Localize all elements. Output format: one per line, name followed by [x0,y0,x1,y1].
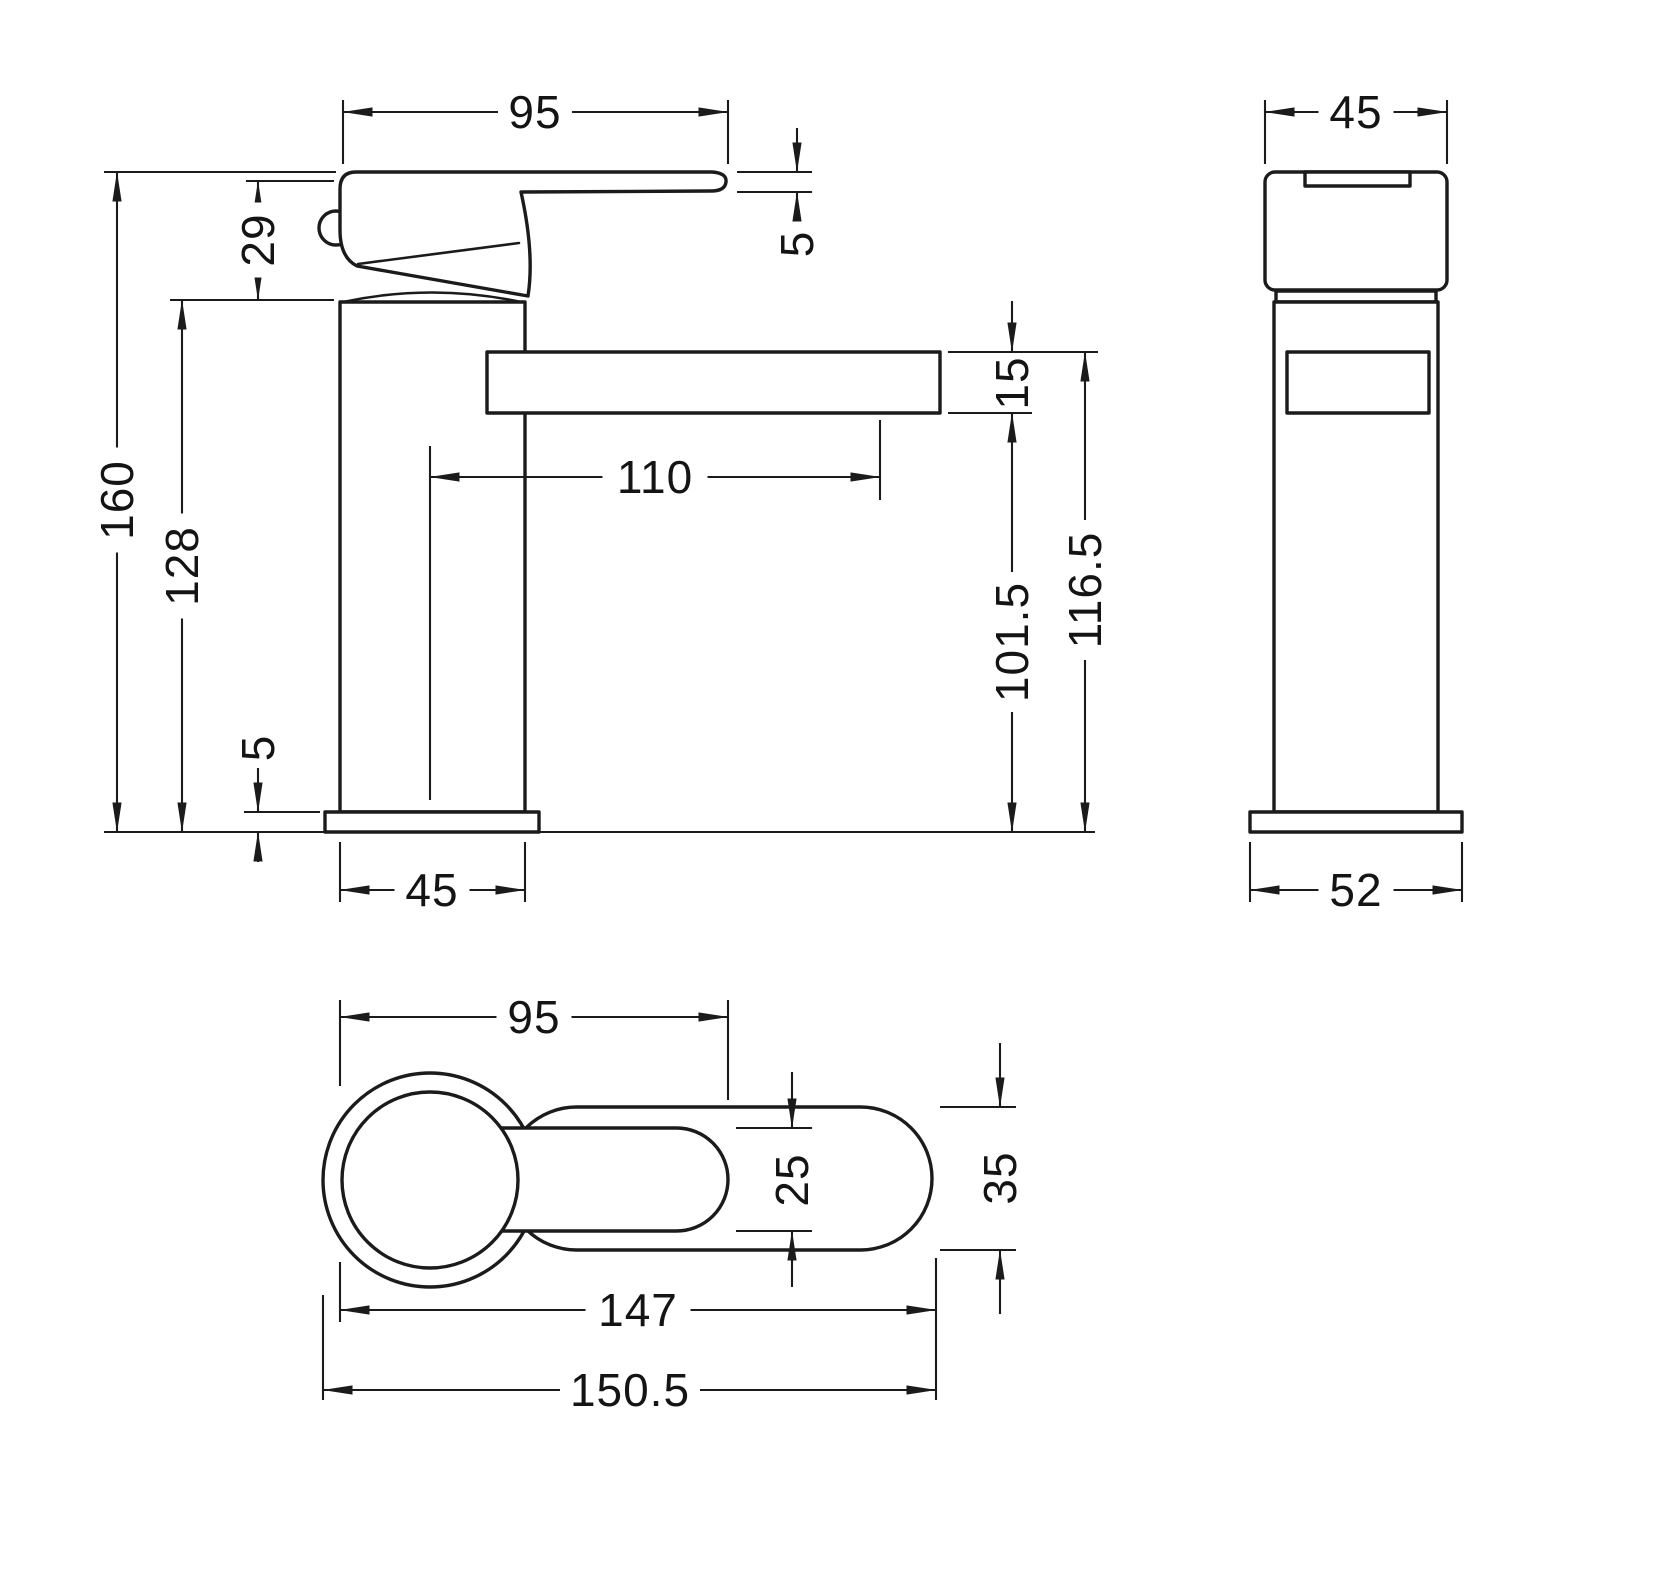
dim-text-mask [602,455,708,499]
dim-label-29: 29 [232,213,284,266]
dim-side-spout-underside-height: 101.5 [986,412,1038,833]
dim-side-body-height: 128 [156,299,208,833]
dim-text-mask [496,995,572,1039]
dim-label-160: 160 [91,460,143,540]
dim-plan-spout-width: 35 [940,1043,1026,1314]
dim-text-mask [236,202,280,278]
dim-label-35: 35 [974,1151,1026,1204]
dim-text-mask [160,513,204,619]
dim-label-95-plan: 95 [507,991,560,1043]
dim-label-15: 15 [986,356,1038,409]
dim-label-95-top: 95 [508,86,561,138]
lever-tip-front [1303,170,1412,188]
dim-side-body-width: 45 [338,842,527,916]
dim-text-mask [95,447,139,553]
dim-side-spout-top-width: 95 [341,86,730,164]
side-elevation-view: 95 5 29 [91,86,1111,916]
tap-handle-side [338,170,728,298]
dim-plan-reach-length: 147 [338,1258,938,1400]
dim-text-mask [498,90,572,134]
dim-label-150-5: 150.5 [570,1364,690,1416]
dim-text-mask [1063,520,1107,660]
handle-crease-line [356,241,521,266]
dim-label-147: 147 [598,1284,678,1336]
dim-label-45-side: 45 [405,864,458,916]
tap-base-front [1248,810,1464,834]
dim-text-mask [585,1288,691,1332]
dim-label-45-front: 45 [1329,86,1382,138]
dim-label-110: 110 [617,451,693,503]
dim-plan-lever-width: 25 [736,1072,818,1287]
tap-spout-front [1285,350,1431,415]
tap-spout-side [485,350,942,415]
dim-side-spout-thickness: 15 [948,301,1098,415]
tap-base-side [323,810,541,834]
dim-label-128: 128 [156,526,208,606]
front-elevation-view: 45 52 [1248,86,1464,916]
dim-front-base-width: 52 [1248,842,1464,916]
dim-label-101-5: 101.5 [986,582,1038,702]
dim-plan-lever-length: 95 [338,991,730,1100]
plan-view: 95 25 35 147 [321,991,1026,1416]
dim-plan-overall-length: 150.5 [321,1295,937,1416]
dim-label-25: 25 [766,1153,818,1206]
tap-collar-arc [341,291,523,304]
dim-side-base-height: 5 [232,735,320,862]
dim-text-mask [560,1368,700,1412]
handle-knob-plan [340,1090,520,1270]
dim-text-mask [1318,90,1394,134]
dim-text-mask [1318,868,1394,912]
dim-label-52: 52 [1329,864,1382,916]
dim-side-lever-thickness: 5 [737,128,823,257]
dim-text-mask [990,572,1034,712]
dim-side-spout-reach: 110 [428,420,882,800]
dim-front-top-width: 45 [1263,86,1449,164]
dim-label-116-5: 116.5 [1059,532,1111,649]
dim-label-5-base: 5 [232,735,284,762]
dim-side-overall-height: 160 [91,170,1095,834]
dim-side-spout-top-height: 116.5 [1059,351,1111,833]
dim-text-mask [394,868,470,912]
dim-label-5-lever: 5 [771,231,823,258]
dim-side-handle-height: 29 [170,179,334,302]
tap-handle-front [1263,170,1449,292]
